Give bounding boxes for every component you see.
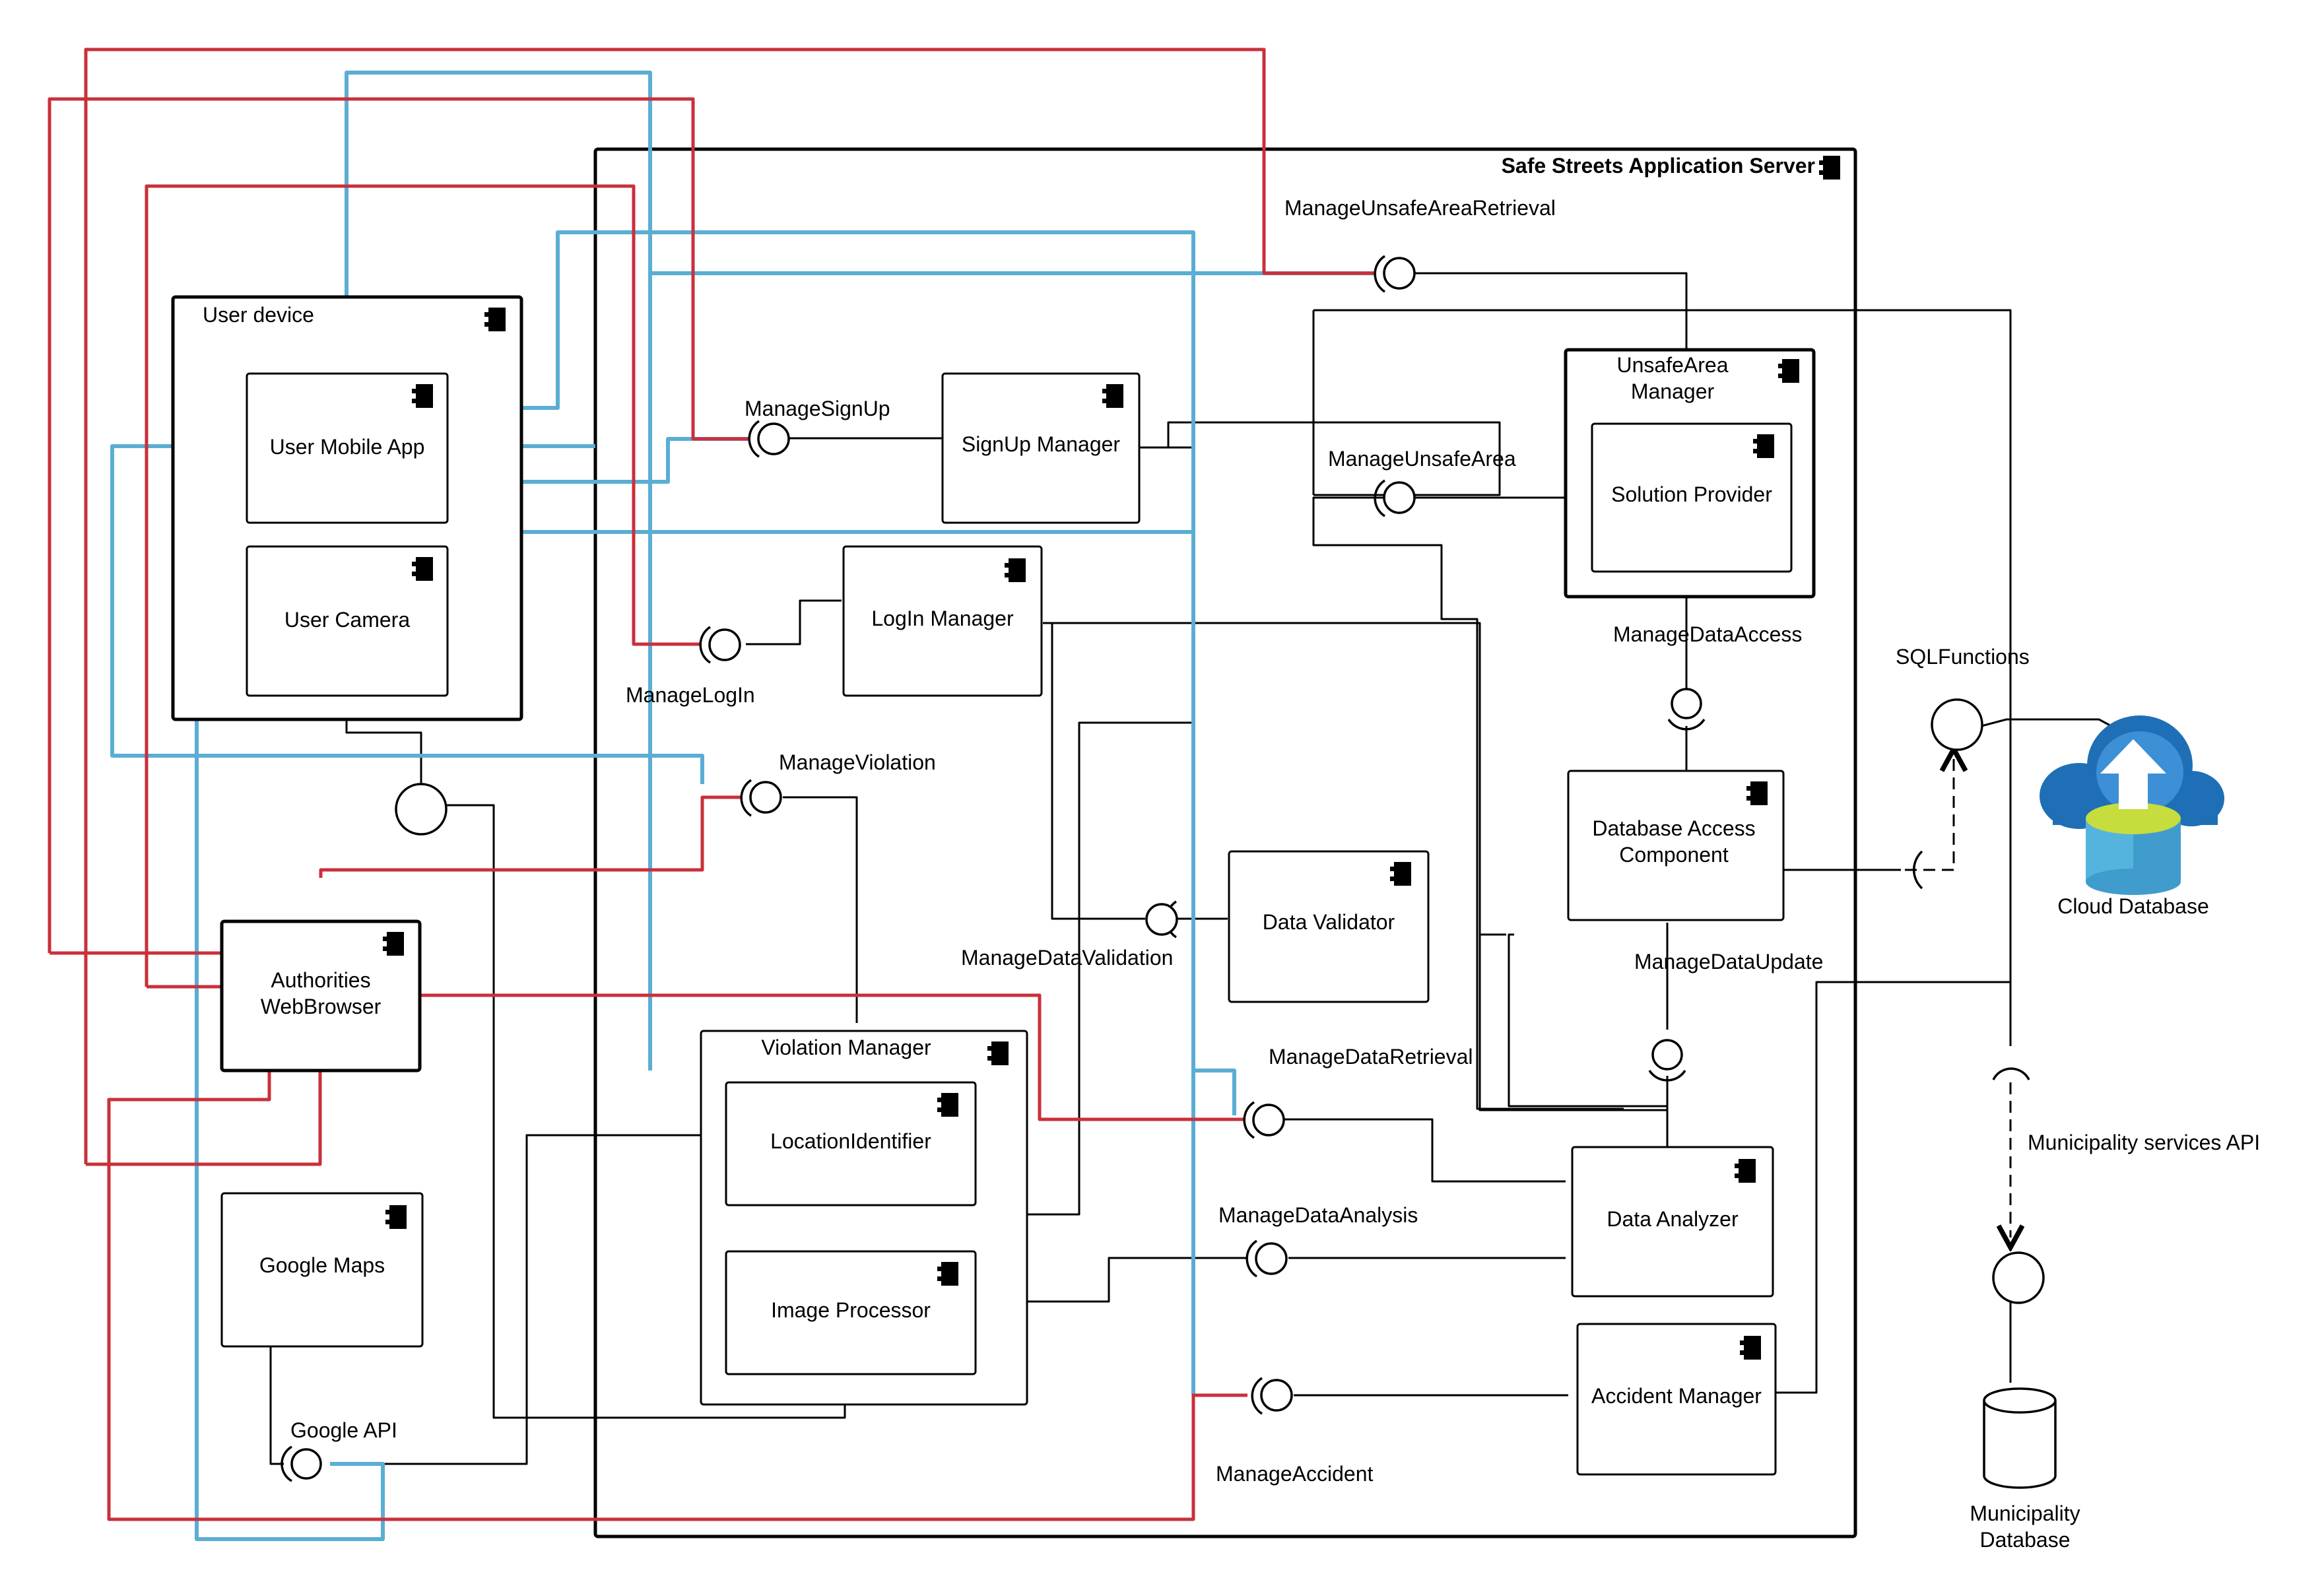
manage-accident-interface: ManageAccident <box>1216 1377 1373 1486</box>
authorities-webbrowser-label-1: Authorities <box>271 968 370 992</box>
database-access-component[interactable]: Database Access Component <box>1567 770 1785 921</box>
application-server-title: Safe Streets Application Server <box>1502 154 1815 178</box>
manage-violation-interface: ManageViolation <box>740 750 936 817</box>
black-connectors <box>269 272 2117 1465</box>
manage-login-label: ManageLogIn <box>626 683 755 707</box>
sql-functions-interface: SQLFunctions <box>1896 645 2030 890</box>
user-mobile-app[interactable]: User Mobile App <box>246 372 449 524</box>
login-manager-label: LogIn Manager <box>871 607 1014 630</box>
manage-data-update-interface: ManageDataUpdate <box>1634 950 1823 1082</box>
database-access-label-2: Component <box>1619 843 1729 867</box>
red-connectors <box>48 48 1376 1521</box>
authorities-webbrowser-label-2: WebBrowser <box>261 995 382 1018</box>
data-validator-label: Data Validator <box>1263 910 1395 934</box>
manage-violation-label: ManageViolation <box>779 750 936 774</box>
camera-interface-ball <box>395 783 448 836</box>
manage-data-access-interface: ManageDataAccess <box>1613 622 1802 731</box>
google-maps-label: Google Maps <box>259 1253 385 1277</box>
image-processor-label: Image Processor <box>771 1298 931 1322</box>
violation-manager[interactable]: Violation Manager LocationIdentifier Ima… <box>700 1030 1028 1406</box>
database-cylinder-icon <box>1983 1387 2057 1489</box>
user-device-title: User device <box>203 303 314 327</box>
unsafe-area-manager-label-1: UnsafeArea <box>1617 353 1729 377</box>
manage-data-analysis-label: ManageDataAnalysis <box>1218 1203 1418 1227</box>
municipality-database-label-2: Database <box>1980 1528 2071 1552</box>
manage-data-validation-label: ManageDataValidation <box>961 946 1173 970</box>
signup-manager[interactable]: SignUp Manager <box>941 372 1141 524</box>
signup-manager-label: SignUp Manager <box>962 432 1120 456</box>
manage-unsafe-area-retrieval-interface: ManageUnsafeAreaRetrieval <box>1284 196 1556 293</box>
municipality-services-api-label: Municipality services API <box>2028 1131 2260 1154</box>
manage-data-retrieval-interface: ManageDataRetrieval <box>1243 1045 1473 1139</box>
accident-manager[interactable]: Accident Manager <box>1576 1323 1777 1476</box>
location-identifier[interactable]: LocationIdentifier <box>725 1081 977 1206</box>
google-maps[interactable]: Google Maps <box>220 1192 424 1348</box>
google-api-label: Google API <box>290 1418 397 1442</box>
login-manager[interactable]: LogIn Manager <box>842 545 1043 697</box>
user-device: User device User Mobile App User Camera <box>171 295 523 721</box>
image-processor[interactable]: Image Processor <box>725 1250 977 1375</box>
municipality-database: Municipality Database <box>1970 1387 2080 1552</box>
user-camera[interactable]: User Camera <box>246 545 449 697</box>
solution-provider[interactable]: Solution Provider <box>1591 422 1793 573</box>
municipality-services-api-interface: Municipality services API <box>1992 1067 2260 1304</box>
manage-data-validation-interface: ManageDataValidation <box>961 900 1178 970</box>
cloud-database-icon <box>2040 715 2224 895</box>
cloud-database: Cloud Database <box>2040 715 2224 918</box>
cloud-database-label: Cloud Database <box>2057 894 2208 918</box>
accident-manager-label: Accident Manager <box>1591 1384 1762 1408</box>
unsafe-area-manager-label-2: Manager <box>1631 380 1715 403</box>
database-access-label-1: Database Access <box>1592 816 1755 840</box>
data-analyzer-label: Data Analyzer <box>1607 1207 1739 1231</box>
google-api-interface: Google API <box>281 1418 397 1482</box>
data-analyzer[interactable]: Data Analyzer <box>1571 1146 1774 1298</box>
violation-manager-label: Violation Manager <box>761 1036 931 1059</box>
location-identifier-label: LocationIdentifier <box>770 1129 931 1153</box>
authorities-webbrowser[interactable]: Authorities WebBrowser <box>220 919 422 1072</box>
unsafe-area-manager[interactable]: UnsafeArea Manager Solution Provider <box>1564 348 1816 599</box>
manage-signup-label: ManageSignUp <box>745 397 890 420</box>
manage-data-analysis-interface: ManageDataAnalysis <box>1218 1203 1418 1278</box>
manage-unsafe-area-retrieval-label: ManageUnsafeAreaRetrieval <box>1284 196 1556 220</box>
municipality-database-label-1: Municipality <box>1970 1502 2080 1525</box>
manage-data-access-label: ManageDataAccess <box>1613 622 1802 646</box>
manage-unsafe-area-label: ManageUnsafeArea <box>1328 447 1516 471</box>
user-mobile-app-label: User Mobile App <box>270 435 425 459</box>
data-validator[interactable]: Data Validator <box>1228 850 1430 1003</box>
user-camera-label: User Camera <box>284 608 410 632</box>
manage-unsafe-area-interface: ManageUnsafeArea <box>1328 447 1516 517</box>
sql-functions-label: SQLFunctions <box>1896 645 2030 669</box>
manage-login-interface: ManageLogIn <box>626 626 755 707</box>
manage-accident-label: ManageAccident <box>1216 1462 1373 1486</box>
manage-signup-interface: ManageSignUp <box>745 397 890 458</box>
manage-data-retrieval-label: ManageDataRetrieval <box>1269 1045 1473 1069</box>
solution-provider-label: Solution Provider <box>1611 482 1772 506</box>
manage-data-update-label: ManageDataUpdate <box>1634 950 1823 974</box>
